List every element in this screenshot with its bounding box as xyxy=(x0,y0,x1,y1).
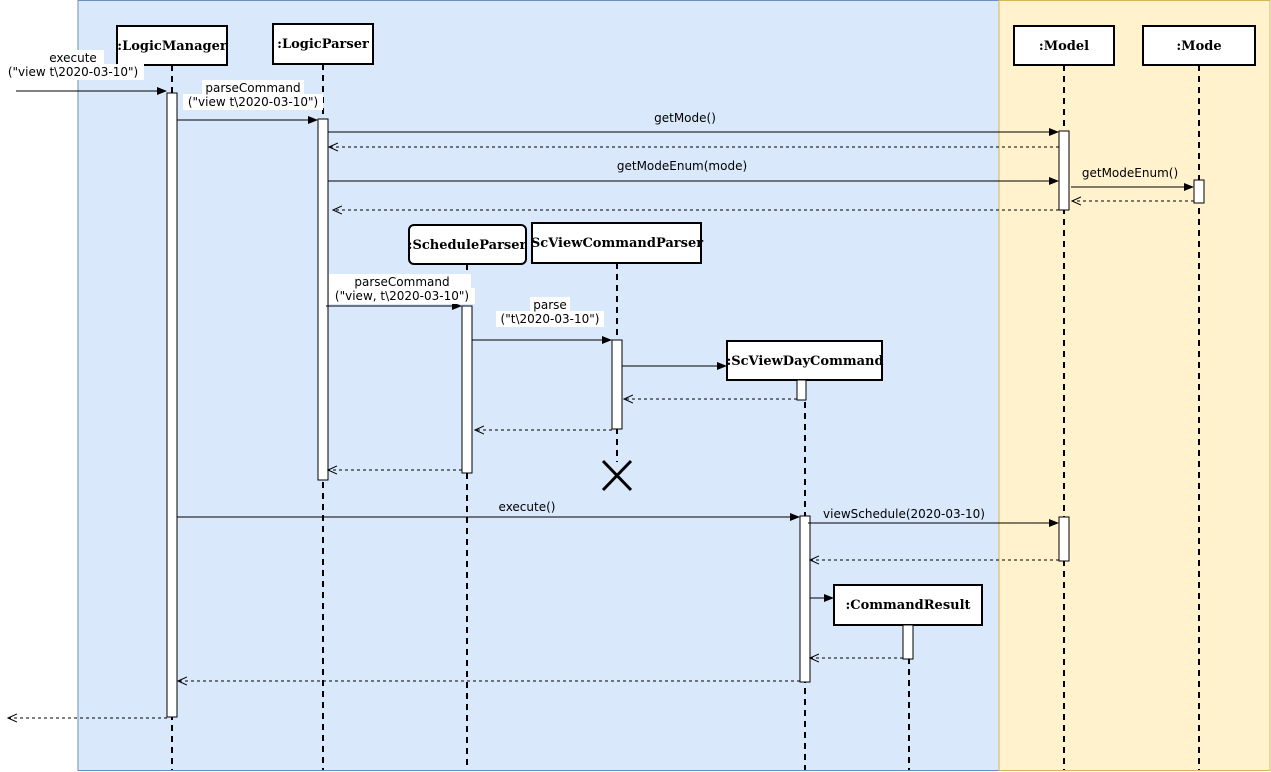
label-get-mode-enum: getModeEnum() xyxy=(1082,166,1178,180)
activation-mode xyxy=(1193,179,1205,204)
participant-schedule-parser: :ScheduleParser xyxy=(408,238,527,253)
participant-mode: :Mode xyxy=(1176,39,1221,54)
label-execute-call-line2: ("view t\2020-03-10") xyxy=(8,65,138,79)
participant-logic-manager: :LogicManager xyxy=(117,39,227,54)
participant-mode-box xyxy=(1142,25,1256,66)
participant-logic-parser: :LogicParser xyxy=(277,37,369,52)
participant-model-box xyxy=(1013,25,1115,66)
label-get-mode: getMode() xyxy=(654,111,716,125)
activation-logic-manager xyxy=(166,92,178,718)
participant-sc-view-day-command: :ScViewDayCommand xyxy=(726,354,883,369)
participant-logic-manager-box xyxy=(116,25,228,66)
activation-sc-view-day-command xyxy=(799,515,811,683)
label-schedule-parse-command-line1: parseCommand xyxy=(354,275,449,289)
label-parse-command-line1: parseCommand xyxy=(205,81,300,95)
activation-model-view-schedule xyxy=(1058,516,1070,562)
participant-command-result: :CommandResult xyxy=(845,598,970,613)
activation-model-get-mode xyxy=(1058,130,1070,211)
label-execute: execute() xyxy=(499,500,556,514)
activation-command-result xyxy=(902,624,914,660)
label-get-mode-enum-mode: getModeEnum(mode) xyxy=(617,159,747,173)
label-parse-command-line2: ("view t\2020-03-10") xyxy=(188,95,318,109)
label-execute-call-line1: execute xyxy=(49,51,97,65)
activation-sc-view-command-parser xyxy=(611,339,623,430)
model-region xyxy=(998,0,1271,771)
label-parse-line1: parse xyxy=(533,298,567,312)
label-parse-line2: ("t\2020-03-10") xyxy=(501,312,600,326)
participant-sc-view-command-parser: ScViewCommandParser xyxy=(531,236,703,251)
label-schedule-parse-command-line2: ("view, t\2020-03-10") xyxy=(335,289,469,303)
destroy-mark xyxy=(601,459,633,492)
activation-logic-parser xyxy=(317,118,329,481)
participant-sc-view-day-command-box xyxy=(726,340,883,381)
activation-schedule-parser xyxy=(461,305,473,474)
participant-model: :Model xyxy=(1039,39,1089,54)
participant-logic-parser-box xyxy=(272,23,374,65)
logic-region xyxy=(77,0,1000,771)
activation-sc-view-day-command-create xyxy=(796,379,807,401)
label-view-schedule: viewSchedule(2020-03-10) xyxy=(823,507,985,521)
participant-sc-view-command-parser-box xyxy=(531,222,702,264)
participant-schedule-parser-box xyxy=(408,224,527,265)
